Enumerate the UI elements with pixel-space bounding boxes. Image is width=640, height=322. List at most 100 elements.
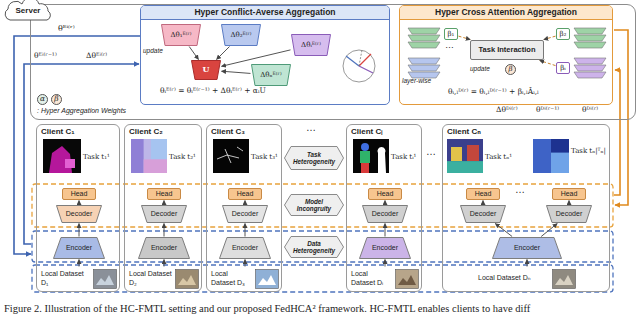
delta-trapezoid: Δθ₂ᴱ⁽ʳ⁾ (221, 24, 261, 46)
node-label: β₂ (560, 30, 567, 38)
label-holder: … (306, 122, 316, 134)
connector (541, 224, 557, 237)
encoder-trapezoid: Encoder (219, 237, 271, 259)
connector (164, 201, 165, 205)
node-label: Encoder (372, 244, 398, 252)
node-label: U (203, 65, 210, 74)
node-outline-shape (54, 238, 105, 259)
part-region (360, 151, 370, 163)
segment-region (447, 161, 483, 173)
node-label: Task tₙ|ᵀₙ| (571, 147, 608, 155)
text-holder: Client C₃ (211, 127, 279, 136)
label-holder: … (445, 40, 454, 50)
label-holder: … (515, 184, 525, 196)
text-holder: Task tₙ|ᵀₙ| (571, 147, 608, 155)
node-label: Head (156, 190, 173, 198)
annotation-label: θᴱⁱ⁽ʳ⁾ (58, 24, 75, 33)
normal-region (131, 139, 144, 173)
annotation-label: … (445, 40, 454, 50)
connector (569, 201, 570, 205)
heterogeneity-arrow: Model Incongruity (284, 194, 344, 216)
label-holder: θᵢᴱ⁽ʳ⁾ = θᵢᴱ⁽ʳ⁻¹⁾ + Δθᵢᴱ⁽ʳ⁾ + αᵢU (160, 87, 266, 96)
decoder-trapezoid: Decoder (362, 205, 408, 223)
layer-trapezoid (574, 58, 606, 64)
node-label: βᵢ (560, 64, 565, 72)
text-holder: Client C₂ (129, 127, 199, 136)
label-holder: θᴰⁱ⁽ʳ⁾ (582, 106, 598, 115)
weight-box: β₂ (556, 28, 570, 40)
node-outline-shape (220, 238, 271, 259)
node-label: Client C₁ (41, 127, 117, 136)
vector-line (346, 56, 359, 66)
label-holder: θᴱⁱ⁽ʳ⁾ (58, 24, 75, 33)
node-label: Head (237, 190, 254, 198)
node-label: Δθ₂ᴱ⁽ʳ⁾ (230, 31, 251, 39)
label-holder: … (426, 146, 436, 158)
encoder-trapezoid: Encoder (138, 237, 190, 259)
segment-region (65, 159, 75, 168)
node-label: Decoder (556, 210, 582, 218)
connector (483, 201, 484, 205)
saliency-region (378, 147, 387, 173)
text-holder: Client Cᵢ (351, 127, 419, 136)
encoder-trapezoid: Encoder (492, 237, 562, 259)
text-holder: Task tₙ¹ (485, 153, 523, 161)
head-box: Head (62, 188, 96, 200)
node-outline-shape (363, 206, 408, 223)
weights-legend: αβ: Hyper Aggregation Weights (35, 93, 139, 116)
part-region (361, 163, 369, 173)
figure-caption: Figure 2. Illustration of the HC-FMTL se… (4, 303, 530, 315)
annotation-label: θᵢ,ₗᴰ⁽ʳ⁾ = θᵢ,ₗᴰ⁽ʳ⁻¹⁾ + βᵢ,ₗÂᵢ,ₗ (448, 88, 539, 97)
node-label: Local Dataset D₃ (211, 270, 253, 286)
layer-trapezoid (574, 72, 606, 78)
connector (245, 224, 246, 237)
node-label: Server (16, 6, 41, 15)
node-label: Local Dataset Dₙ (478, 274, 550, 282)
text-holder: Task t₃¹ (251, 153, 280, 161)
node-label: Δθₙᴱ⁽ʳ⁾ (260, 71, 281, 79)
node-label: Encoder (66, 244, 92, 252)
vector-line (359, 66, 373, 73)
connector (245, 260, 246, 267)
node-outline-shape (285, 195, 344, 216)
heterogeneity-arrow: Data Heterogeneity (284, 236, 344, 258)
annotation-label: update (470, 65, 490, 72)
annotation-label: θᴰⁱ⁽ʳ⁾ (582, 106, 598, 115)
layer-trapezoid (408, 35, 440, 41)
node-outline-shape (547, 206, 592, 223)
annotation-label: … (515, 184, 525, 196)
node-label: β (51, 94, 62, 105)
layer-trapezoid (574, 65, 606, 71)
annotation-label: layer-wise (402, 77, 431, 84)
connector (222, 50, 291, 66)
depth-region (533, 139, 551, 173)
photo-frame (256, 269, 279, 288)
node-outline-shape (285, 147, 344, 170)
weight-box: β₁ (444, 28, 458, 40)
node-label: Client C₃ (211, 127, 279, 136)
part-region (361, 143, 369, 151)
node-outline-shape (57, 206, 102, 223)
normal-region (144, 159, 167, 173)
annotation-label: θᵢᴱ⁽ʳ⁾ = θᵢᴱ⁽ʳ⁻¹⁾ + Δθᵢᴱ⁽ʳ⁾ + αᵢU (160, 87, 266, 96)
delta-trapezoid: Δθᵢᴱ⁽ʳ⁾ (291, 34, 331, 56)
node-label: Client Cₙ (447, 127, 547, 136)
annotation-label: θᴱⁱ⁽ʳ⁻¹⁾ (34, 52, 57, 61)
layer-trapezoid (408, 65, 440, 71)
label-holder: Δθᴰⁱ⁽ʳ⁾ (496, 106, 518, 115)
connector (245, 201, 246, 205)
vector-line (359, 54, 371, 66)
task-output-image (353, 139, 389, 173)
node-label: Task tᵢ¹ (391, 153, 420, 161)
node-label: Decoder (232, 210, 258, 218)
decoder-trapezoid: Decoder (56, 205, 102, 223)
layer-trapezoid (574, 42, 606, 48)
connector (495, 224, 512, 237)
node-label: Local Dataset D₁ (41, 270, 91, 286)
dataset-block: Local Dataset D₁ (40, 267, 118, 290)
decoder-trapezoid: Decoder (460, 205, 506, 223)
node-label: Encoder (232, 244, 258, 252)
annotation-label: Δθᴱⁱ⁽ʳ⁾ (86, 52, 107, 61)
connector (544, 36, 556, 39)
node-outline-shape (162, 25, 201, 46)
